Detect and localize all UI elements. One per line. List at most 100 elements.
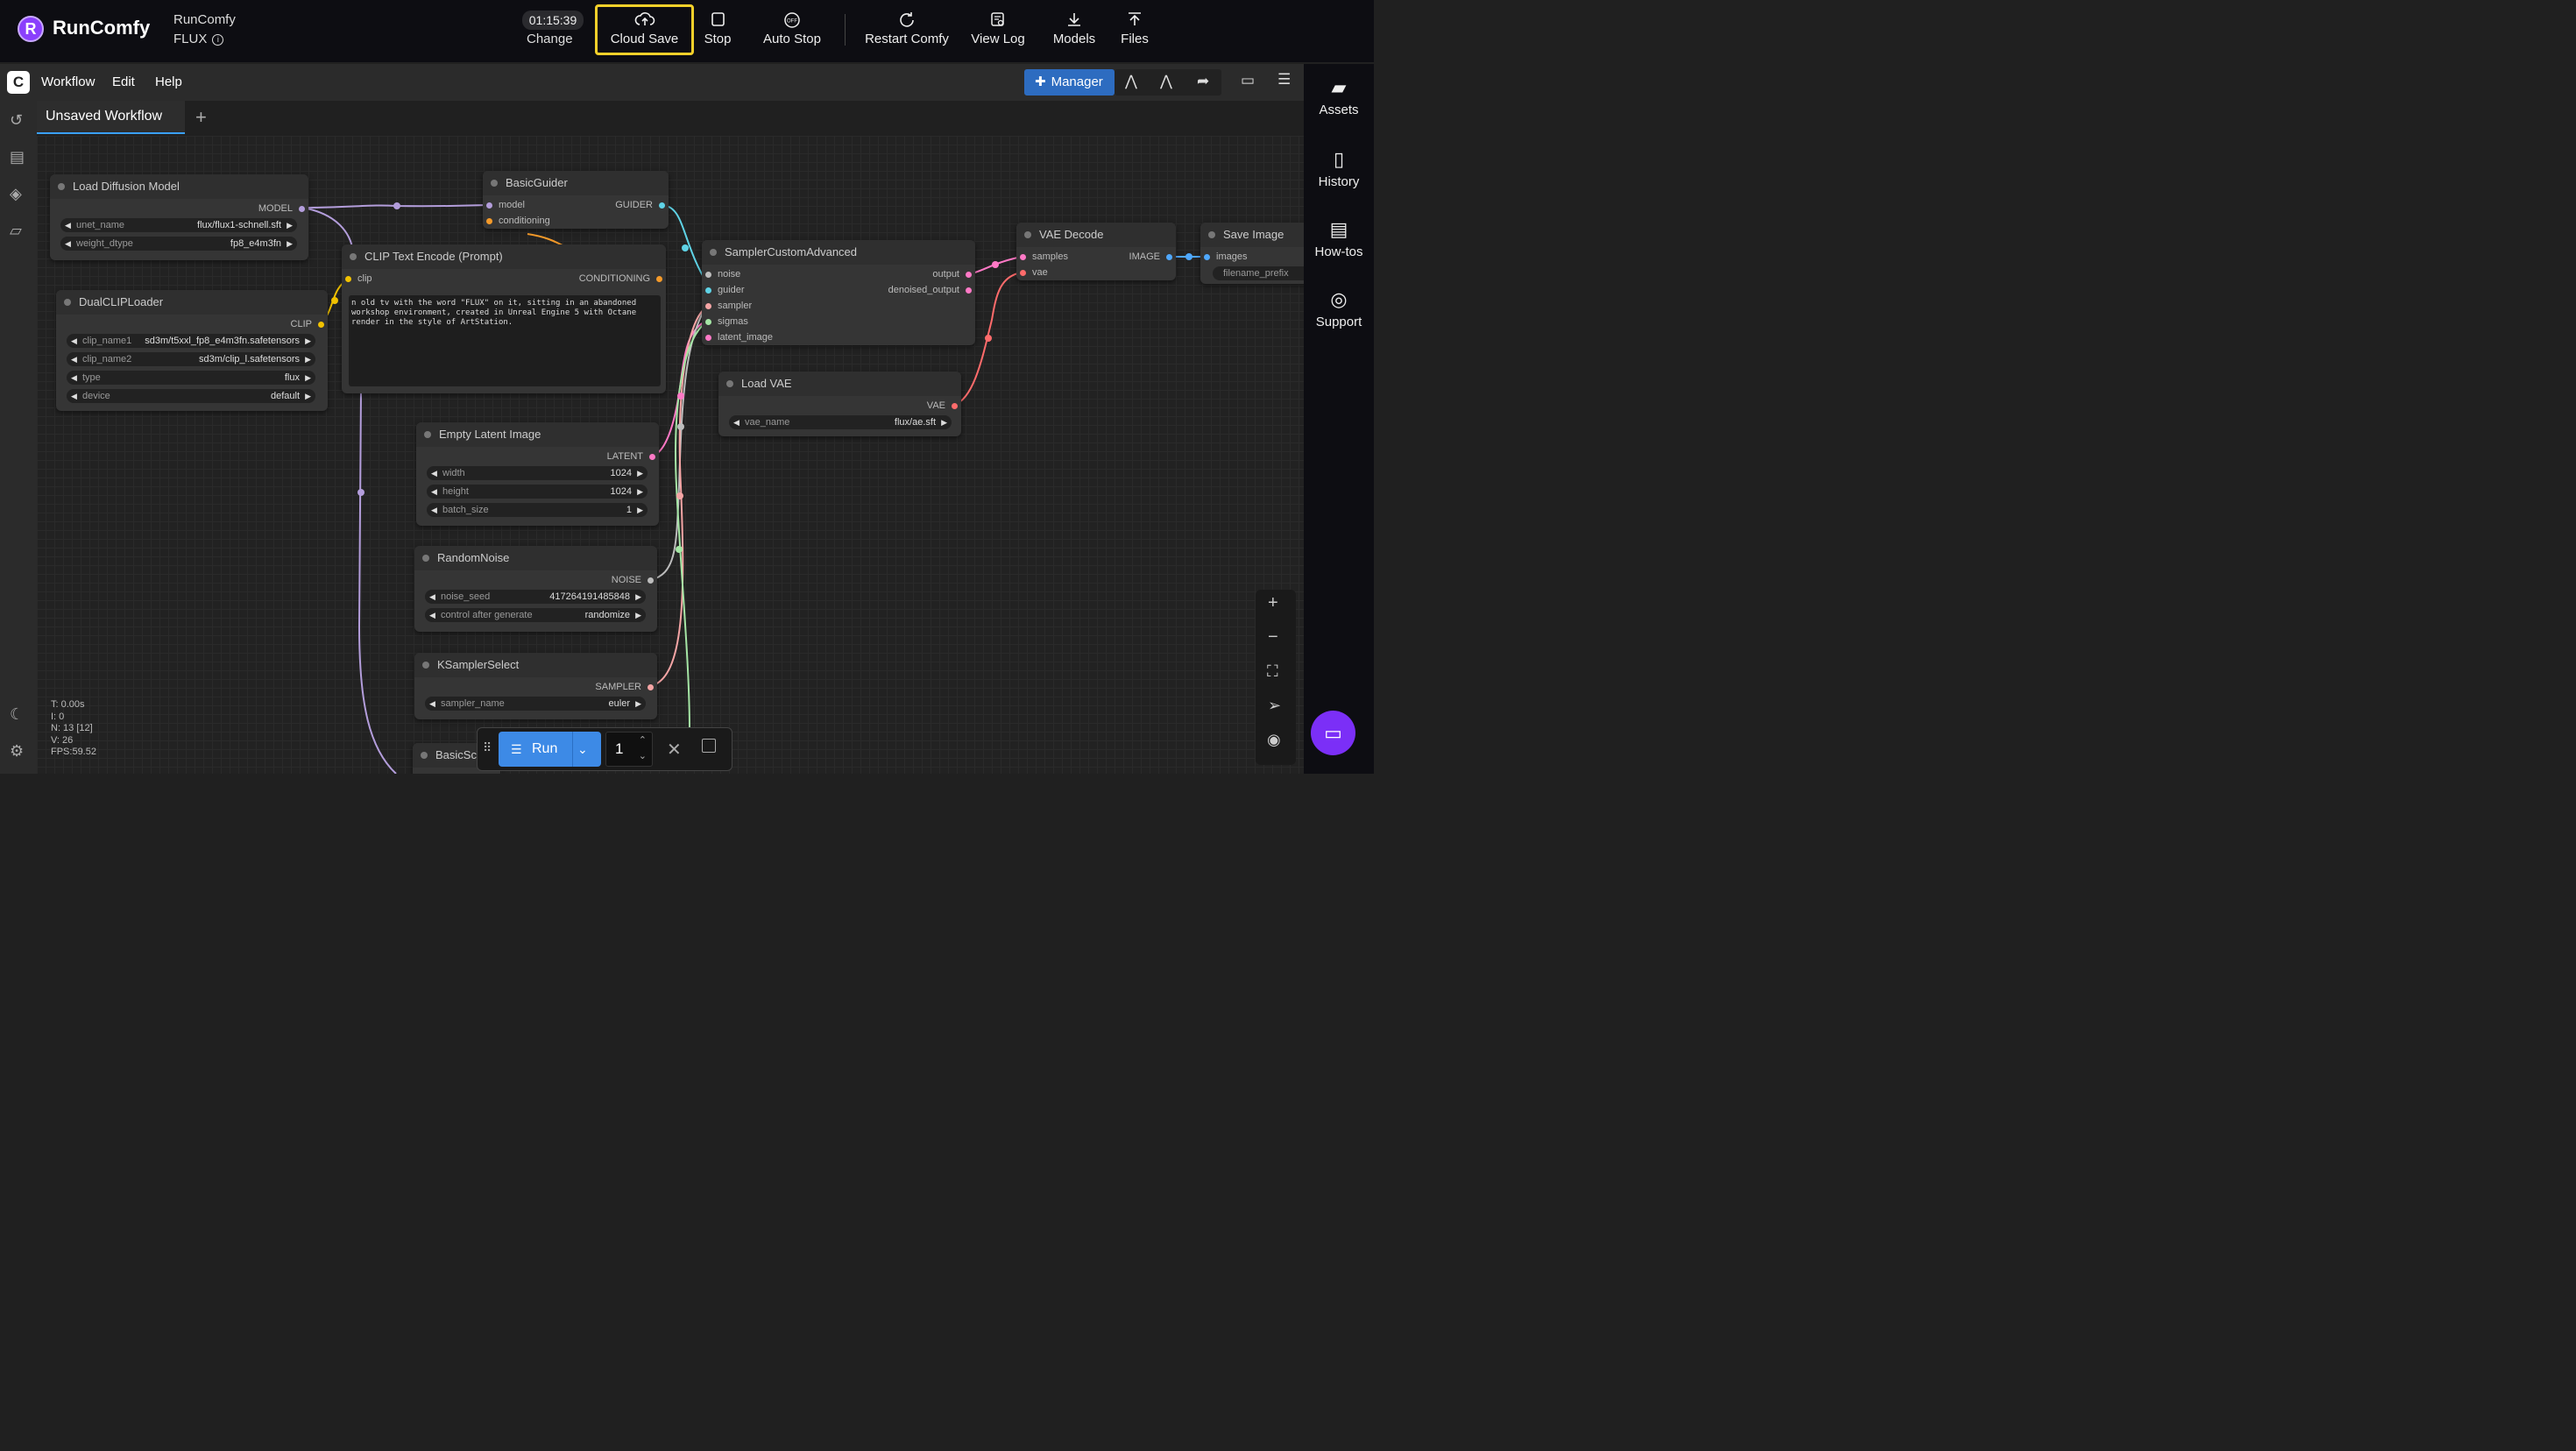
theme-toggle-icon[interactable]: ☾: [10, 705, 25, 723]
comfy-logo[interactable]: C: [7, 71, 30, 94]
history-icon[interactable]: ↺: [10, 111, 24, 129]
node-basicguider[interactable]: BasicGuider model conditioning GUIDER: [483, 171, 669, 229]
port-dot[interactable]: [649, 454, 655, 460]
port-dot[interactable]: [705, 335, 711, 341]
node-save-image[interactable]: Save Image images filename_prefix: [1200, 223, 1304, 284]
add-tab-icon[interactable]: +: [195, 106, 207, 128]
tool-b-icon[interactable]: ⋀: [1160, 73, 1172, 89]
node-vae-decode[interactable]: VAE Decode samples vae IMAGE: [1016, 223, 1176, 280]
output-model[interactable]: MODEL: [258, 202, 305, 215]
port-dot[interactable]: [1166, 254, 1172, 260]
menu-workflow[interactable]: Workflow: [41, 74, 96, 89]
prompt-textarea[interactable]: n old tv with the word "FLUX" on it, sit…: [349, 295, 661, 386]
info-icon[interactable]: i: [212, 34, 224, 46]
port-dot[interactable]: [966, 272, 972, 278]
chevron-down-icon[interactable]: ⌄: [577, 742, 588, 756]
zoom-out-icon[interactable]: −: [1268, 627, 1278, 647]
cloud-save-button[interactable]: Cloud Save: [595, 4, 694, 55]
assets-button[interactable]: ▰Assets: [1304, 76, 1374, 117]
stepper-down-icon[interactable]: ⌄: [638, 751, 647, 761]
input-noise[interactable]: noise: [705, 268, 740, 280]
input-samples[interactable]: samples: [1020, 251, 1068, 263]
output-latent[interactable]: LATENT: [607, 450, 655, 463]
node-samplercustomadvanced[interactable]: SamplerCustomAdvanced noise guider sampl…: [702, 240, 975, 345]
port-dot[interactable]: [1204, 254, 1210, 260]
drag-handle-icon[interactable]: ⠿: [483, 740, 492, 754]
port-dot[interactable]: [318, 322, 324, 328]
port-dot[interactable]: [486, 218, 492, 224]
output-denoised[interactable]: denoised_output: [888, 284, 972, 296]
port-dot[interactable]: [656, 276, 662, 282]
input-sampler[interactable]: sampler: [705, 300, 752, 312]
manager-button[interactable]: ✚Manager: [1024, 69, 1115, 96]
menu-edit[interactable]: Edit: [112, 74, 135, 89]
menu-help[interactable]: Help: [155, 74, 182, 89]
node-library-icon[interactable]: ▤: [10, 148, 25, 166]
navigate-icon[interactable]: ➢: [1268, 697, 1282, 714]
restart-comfy-button[interactable]: Restart Comfy: [859, 7, 955, 56]
port-dot[interactable]: [486, 202, 492, 209]
howtos-button[interactable]: ▤How-tos: [1304, 218, 1374, 259]
input-clip[interactable]: clip: [345, 273, 372, 285]
visibility-eye-icon[interactable]: ◉: [1267, 731, 1281, 748]
port-dot[interactable]: [1020, 254, 1026, 260]
run-button[interactable]: ☰ Run ⌄: [499, 732, 601, 767]
share-icon[interactable]: ➦: [1197, 73, 1210, 89]
support-button[interactable]: ◎Support: [1304, 288, 1374, 329]
output-sampler[interactable]: SAMPLER: [595, 681, 654, 693]
port-dot[interactable]: [648, 684, 654, 690]
port-dot[interactable]: [705, 303, 711, 309]
port-dot[interactable]: [345, 276, 351, 282]
workflows-icon[interactable]: ▱: [10, 222, 22, 239]
panel-toggle-icon[interactable]: ▭: [1241, 72, 1256, 88]
chat-bubble-icon[interactable]: ▭: [1311, 711, 1355, 755]
port-dot[interactable]: [966, 287, 972, 294]
models-button[interactable]: Models: [1048, 7, 1100, 56]
port-dot[interactable]: [1020, 270, 1026, 276]
tab-unsaved-workflow[interactable]: Unsaved Workflow: [37, 101, 185, 134]
input-vae[interactable]: vae: [1020, 266, 1048, 279]
model-library-icon[interactable]: ◈: [10, 185, 22, 202]
zoom-in-icon[interactable]: +: [1268, 593, 1278, 612]
input-sigmas[interactable]: sigmas: [705, 315, 748, 328]
widget-filename-prefix[interactable]: filename_prefix: [1213, 266, 1304, 280]
output-guider[interactable]: GUIDER: [615, 199, 665, 211]
node-clip-text-encode[interactable]: CLIP Text Encode (Prompt) clip CONDITION…: [342, 244, 666, 393]
port-dot[interactable]: [705, 272, 711, 278]
stop-button[interactable]: Stop: [699, 7, 736, 56]
batch-count-input[interactable]: 1⌃⌄: [605, 732, 653, 767]
output-conditioning[interactable]: CONDITIONING: [579, 273, 662, 285]
output-image[interactable]: IMAGE: [1129, 251, 1172, 263]
port-dot[interactable]: [705, 319, 711, 325]
input-model[interactable]: model: [486, 199, 525, 211]
port-dot[interactable]: [648, 577, 654, 584]
view-log-button[interactable]: View Log: [966, 7, 1030, 56]
cancel-icon[interactable]: ✕: [667, 740, 682, 760]
stop-queue-icon[interactable]: [702, 739, 716, 753]
tool-a-icon[interactable]: ⋀: [1125, 73, 1137, 89]
port-dot[interactable]: [659, 202, 665, 209]
port-dot[interactable]: [299, 206, 305, 212]
output-vae[interactable]: VAE: [927, 400, 958, 412]
input-latent-image[interactable]: latent_image: [705, 331, 773, 343]
fit-view-icon[interactable]: ⛶: [1267, 662, 1278, 680]
change-button[interactable]: Change: [527, 32, 573, 46]
output-output[interactable]: output: [932, 268, 972, 280]
port-dot[interactable]: [705, 287, 711, 294]
settings-gear-icon[interactable]: ⚙: [10, 742, 25, 760]
port-dot[interactable]: [952, 403, 958, 409]
